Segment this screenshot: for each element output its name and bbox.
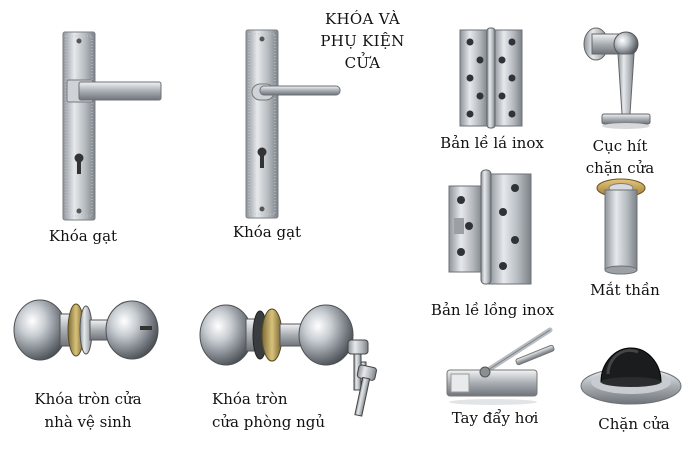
leaf-hinge-caption: Bản lề lá inox: [440, 134, 544, 152]
butt-hinge-icon: [459, 27, 523, 129]
magnetic-catch-caption-line-1: Cục hít: [592, 137, 648, 155]
floor-door-stop-icon: [580, 347, 682, 405]
knob-lock-icon: [13, 299, 159, 361]
knob-lock-keys-icon: [199, 304, 377, 417]
lever-lock-caption-2: Khóa gạt: [232, 223, 302, 241]
bathroom-knob-caption-line-2: nhà vệ sinh: [44, 413, 132, 431]
floor-door-stop-caption: Chặn cửa: [598, 415, 670, 433]
magnetic-catch-icon: [583, 27, 651, 129]
lever-lock-icon: [62, 31, 162, 221]
title-line-2: PHỤ KIỆN CỬA: [320, 32, 405, 72]
door-viewer-caption: Mắt thần: [590, 281, 660, 299]
lever-lock-icon: [245, 29, 341, 219]
bathroom-knob-caption: Khóa tròn cửa nhà vệ sinh: [18, 388, 158, 434]
lever-lock-caption-1: Khóa gạt: [48, 227, 118, 245]
flush-hinge-icon: [448, 169, 532, 285]
magnetic-catch-caption: Cục hít chặn cửa: [570, 135, 670, 179]
bedroom-knob-caption: Khóa tròn cửa phòng ngủ: [212, 388, 342, 434]
flush-hinge-caption: Bản lề lồng inox: [430, 301, 555, 319]
magnetic-catch-caption-line-2: chặn cửa: [585, 159, 655, 177]
bedroom-knob-caption-line-1: Khóa tròn: [212, 390, 288, 408]
page-title: KHÓA VÀ PHỤ KIỆN CỬA: [300, 8, 425, 74]
door-closer-icon: [446, 327, 555, 405]
door-closer-caption: Tay đẩy hơi: [451, 409, 539, 427]
bedroom-knob-caption-line-2: cửa phòng ngủ: [212, 413, 326, 431]
door-viewer-icon: [596, 178, 646, 275]
bathroom-knob-caption-line-1: Khóa tròn cửa: [34, 390, 142, 408]
title-line-1: KHÓA VÀ: [325, 10, 400, 28]
